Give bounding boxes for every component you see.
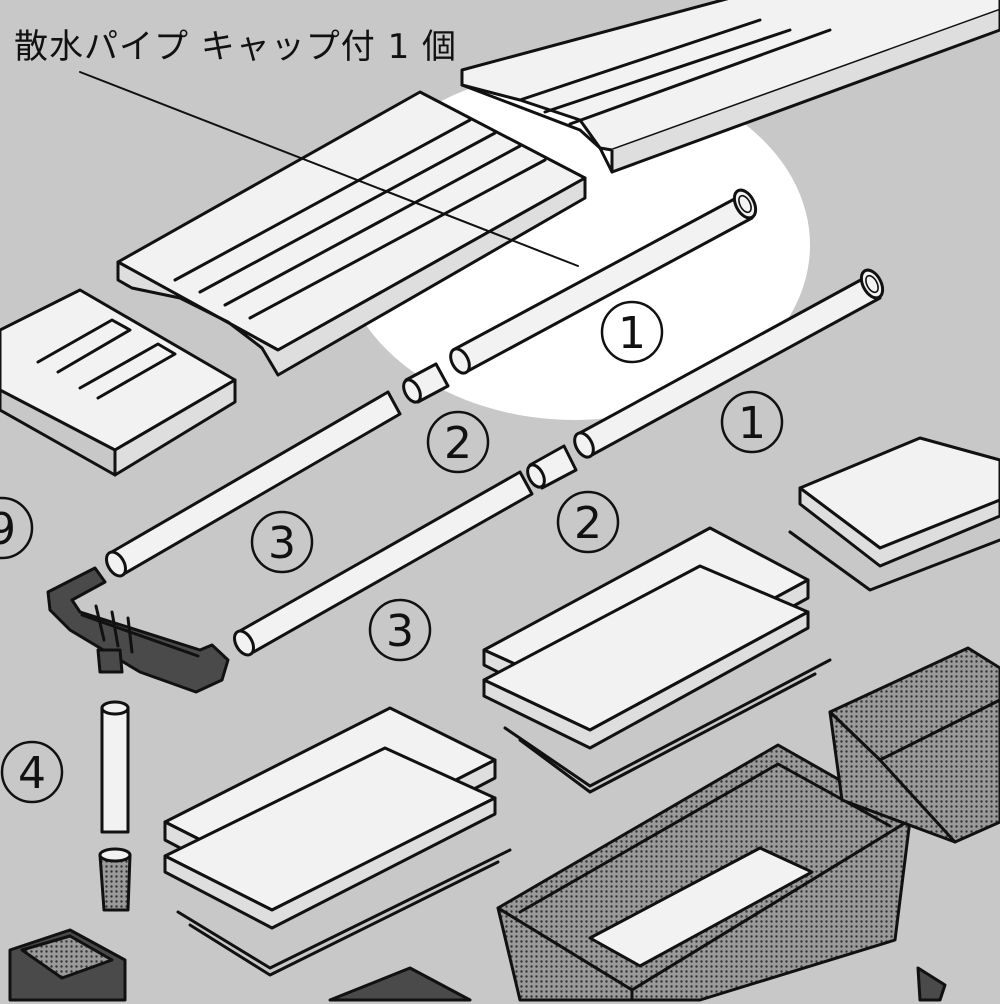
pipe-3-upper xyxy=(105,390,402,578)
top-tray-lid xyxy=(460,0,1000,174)
label-pipe-1a-text: 1 xyxy=(618,308,646,359)
label-joint-2b: 2 xyxy=(556,490,620,554)
joint-2-upper xyxy=(402,362,450,404)
label-pipe-1a: 1 xyxy=(600,300,664,364)
pipe-1-lower xyxy=(573,268,885,459)
label-pipe-4: 4 xyxy=(0,740,64,804)
label-part-9-text: 9 xyxy=(0,504,16,555)
label-pipe-3a: 3 xyxy=(250,510,314,574)
pipe-1-upper xyxy=(449,188,758,375)
label-pipe-1b: 1 xyxy=(720,390,784,454)
pipe-3-lower xyxy=(233,470,534,657)
pipe-4-vertical xyxy=(98,700,132,912)
label-pipe-3b: 3 xyxy=(368,598,432,662)
large-mesh-basin xyxy=(496,743,912,1002)
pump-box xyxy=(8,928,127,1002)
lower-panel-stack xyxy=(163,706,512,977)
label-pipe-4-text: 4 xyxy=(18,748,46,799)
callout-leader-line xyxy=(79,71,579,267)
label-part-9-partial: 9 xyxy=(0,496,34,560)
right-flat-tray xyxy=(788,436,1000,592)
t-connector xyxy=(46,566,230,694)
label-joint-2a: 2 xyxy=(426,410,490,474)
joint-2-lower xyxy=(526,444,578,490)
middle-panel-stack xyxy=(482,526,832,794)
label-joint-2a-text: 2 xyxy=(444,418,472,469)
small-mesh-basket xyxy=(828,646,1000,844)
label-pipe-3b-text: 3 xyxy=(386,606,414,657)
label-pipe-3a-text: 3 xyxy=(268,518,296,569)
middle-tray-lid xyxy=(116,90,587,377)
bottom-partial-parts xyxy=(328,966,947,1002)
left-panel-stack xyxy=(0,288,237,477)
label-joint-2b-text: 2 xyxy=(574,498,602,549)
label-pipe-1b-text: 1 xyxy=(738,398,766,449)
callout-title: 散水パイプ キャップ付 1 個 xyxy=(14,27,457,67)
